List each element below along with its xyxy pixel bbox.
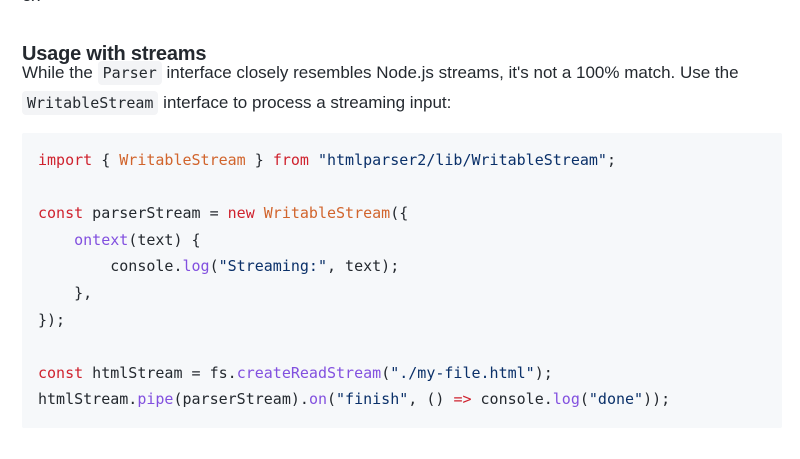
paragraph-text: interface to process a streaming input: bbox=[158, 93, 452, 112]
paragraph-line-1: While the Parser interface closely resem… bbox=[22, 58, 782, 88]
code-line-1: import { WritableStream } from "htmlpars… bbox=[38, 151, 616, 169]
code-line-7: }); bbox=[38, 310, 66, 329]
inline-code-writablestream: WritableStream bbox=[22, 91, 159, 115]
code-line-10: htmlStream.pipe(parserStream).on("finish… bbox=[38, 390, 671, 409]
section-paragraph: While the Parser interface closely resem… bbox=[22, 58, 782, 118]
code-line-5: console.log("Streaming:", text); bbox=[38, 257, 400, 276]
code-line-9: const htmlStream = fs.createReadStream("… bbox=[38, 363, 553, 382]
inline-code-parser: Parser bbox=[97, 61, 162, 85]
code-line-3: const parserStream = new WritableStream(… bbox=[38, 204, 409, 223]
code-line-2 bbox=[38, 174, 782, 201]
code-line-4: ontext(text) { bbox=[74, 230, 201, 249]
code-block: import { WritableStream } from "htmlpars… bbox=[22, 133, 782, 428]
paragraph-text: interface closely resembles Node.js stre… bbox=[161, 63, 739, 82]
clipped-previous-text: ex bbox=[22, 0, 40, 6]
paragraph-text: While the bbox=[22, 63, 98, 82]
section-heading: Usage with streams bbox=[22, 42, 207, 65]
code-line-6: }, bbox=[38, 283, 93, 302]
code-line-8 bbox=[38, 333, 782, 360]
paragraph-line-2: WritableStream interface to process a st… bbox=[22, 88, 782, 118]
